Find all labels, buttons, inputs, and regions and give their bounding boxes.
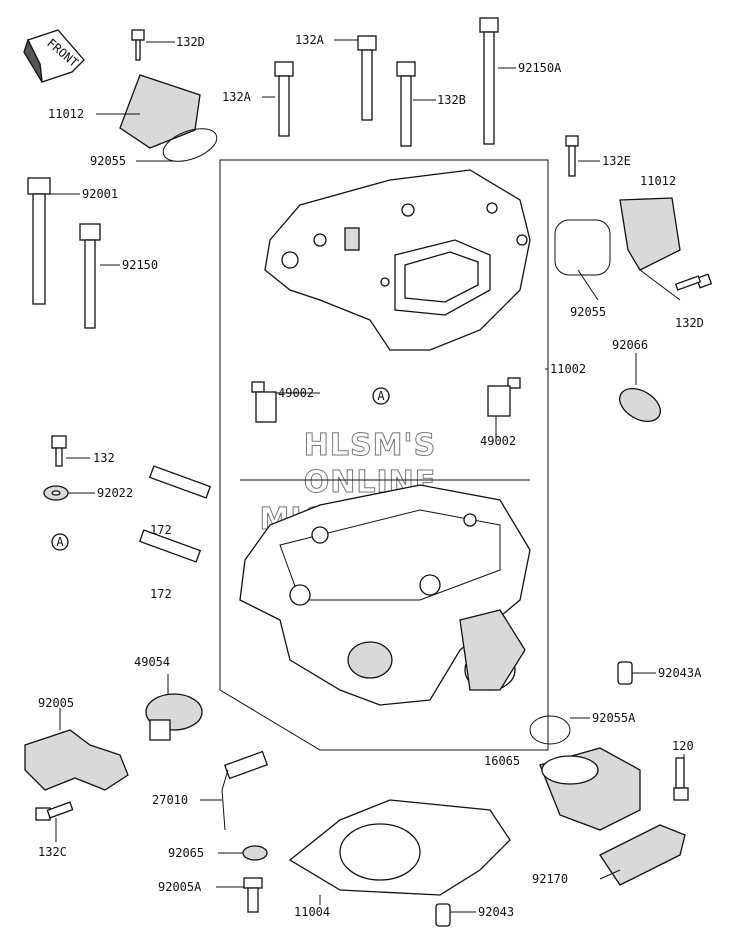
label-92065: 92065 bbox=[168, 846, 204, 860]
label-92066: 92066 bbox=[612, 338, 648, 352]
plug-92005A bbox=[243, 877, 263, 913]
stud-172-b bbox=[138, 529, 202, 563]
label-92150A: 92150A bbox=[518, 61, 562, 75]
label-49002-right: 49002 bbox=[480, 434, 516, 448]
oring-92055A bbox=[529, 715, 571, 745]
label-92001: 92001 bbox=[82, 187, 118, 201]
washer-92022 bbox=[43, 485, 69, 501]
bolt-132D-top bbox=[131, 29, 145, 61]
assembly-outline bbox=[219, 159, 549, 751]
watermark-line-1: HLSM'S bbox=[304, 428, 436, 463]
label-11004: 11004 bbox=[294, 905, 330, 919]
label-132A-left: 132A bbox=[222, 90, 252, 104]
label-92022: 92022 bbox=[97, 486, 133, 500]
bolt-92150A bbox=[479, 17, 499, 145]
label-92055-left: 92055 bbox=[90, 154, 126, 168]
stud-172-a bbox=[148, 465, 212, 499]
lifter-49002-right bbox=[487, 377, 521, 417]
dowel-pin-92043A bbox=[617, 661, 633, 685]
label-27010: 27010 bbox=[152, 793, 188, 807]
thermostat-49054 bbox=[145, 693, 203, 741]
label-132D-right: 132D bbox=[675, 316, 704, 330]
bolt-132D-right bbox=[674, 273, 713, 291]
bolt-120 bbox=[673, 757, 689, 801]
label-172-b: 172 bbox=[150, 587, 172, 601]
label-92055-right: 92055 bbox=[570, 305, 606, 319]
ref-marker-a-left: A bbox=[51, 533, 69, 551]
label-132C: 132C bbox=[38, 845, 67, 859]
ref-marker-a-left-label: A bbox=[56, 535, 64, 549]
bolt-132C bbox=[35, 801, 74, 821]
ref-marker-a-top: A bbox=[372, 387, 390, 405]
label-92150: 92150 bbox=[122, 258, 158, 272]
dowel-pin-92043 bbox=[435, 903, 451, 927]
washer-92065 bbox=[242, 845, 268, 861]
label-92043A: 92043A bbox=[658, 666, 702, 680]
bolt-132A-top bbox=[357, 35, 377, 121]
bolt-92001 bbox=[27, 177, 51, 305]
label-92055A: 92055A bbox=[592, 711, 636, 725]
label-11012-left: 11012 bbox=[48, 107, 84, 121]
label-172-a: 172 bbox=[150, 523, 172, 537]
label-132E: 132E bbox=[602, 154, 631, 168]
bolt-132B bbox=[396, 61, 416, 147]
front-arrow-icon: FRONT bbox=[23, 29, 85, 83]
plug-92066 bbox=[619, 387, 661, 423]
water-outlet-92005 bbox=[24, 729, 129, 791]
label-92043: 92043 bbox=[478, 905, 514, 919]
label-49054: 49054 bbox=[134, 655, 170, 669]
sensor-27010 bbox=[221, 750, 269, 831]
ref-marker-a-top-label: A bbox=[377, 389, 385, 403]
bolt-132 bbox=[51, 435, 67, 467]
label-132B: 132B bbox=[437, 93, 466, 107]
intake-16065 bbox=[539, 747, 641, 831]
label-132: 132 bbox=[93, 451, 115, 465]
bolt-92150 bbox=[79, 223, 101, 329]
lifter-49002-left bbox=[251, 381, 277, 423]
inspection-cover-11012-left bbox=[119, 74, 218, 162]
cylinder-head-cover bbox=[264, 169, 531, 351]
bolt-132A-left bbox=[274, 61, 294, 137]
label-11002: 11002 bbox=[550, 362, 586, 376]
label-120: 120 bbox=[672, 739, 694, 753]
bolt-132E bbox=[565, 135, 579, 177]
label-92170: 92170 bbox=[532, 872, 568, 886]
cylinder-head bbox=[239, 484, 531, 706]
label-11012-right: 11012 bbox=[640, 174, 676, 188]
gasket-11004 bbox=[288, 799, 511, 896]
label-92005: 92005 bbox=[38, 696, 74, 710]
label-132D-top: 132D bbox=[176, 35, 205, 49]
inspection-cover-11012-right bbox=[554, 197, 681, 276]
part-labels: 132D 132A 92150A 11012 132A 132B 92055 1… bbox=[38, 33, 704, 919]
leader-lines bbox=[50, 39, 685, 913]
label-132A-top: 132A bbox=[295, 33, 325, 47]
label-92005A: 92005A bbox=[158, 880, 202, 894]
label-49002-left: 49002 bbox=[278, 386, 314, 400]
insulator-92170 bbox=[599, 824, 686, 886]
label-16065: 16065 bbox=[484, 754, 520, 768]
